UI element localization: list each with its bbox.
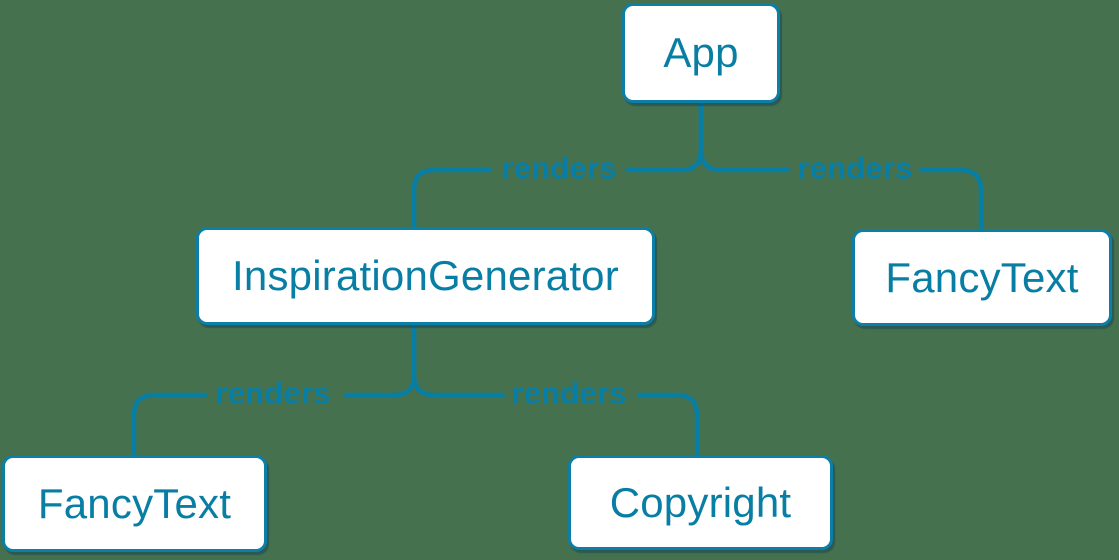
node-label: InspirationGenerator <box>232 252 619 299</box>
edge-label-renders: renders <box>797 150 913 186</box>
node-copyright: Copyright <box>568 455 833 550</box>
edge-segment <box>343 322 417 398</box>
edge-app-fancytext <box>698 100 984 232</box>
edge-label-renders: renders <box>511 375 627 411</box>
node-label: FancyText <box>885 253 1079 301</box>
edge-segment <box>636 392 700 458</box>
edge-segment <box>918 167 984 232</box>
edge-segment <box>411 167 493 230</box>
edge-segment <box>411 322 506 398</box>
node-fancy-text-top: FancyText <box>852 229 1112 326</box>
node-inspiration-generator: InspirationGenerator <box>196 227 655 325</box>
edge-segment <box>698 100 791 173</box>
node-app: App <box>622 3 780 103</box>
node-label: App <box>663 29 739 76</box>
node-fancy-text-bottom: FancyText <box>2 455 267 552</box>
edge-segment <box>625 100 704 173</box>
edge-inspirationgenerator-copyright <box>411 322 700 458</box>
edge-label-renders: renders <box>215 375 331 411</box>
node-label: FancyText <box>37 479 232 527</box>
edge-label-renders: renders <box>501 150 617 186</box>
edge-segment <box>131 392 208 458</box>
node-label: Copyright <box>609 478 792 526</box>
